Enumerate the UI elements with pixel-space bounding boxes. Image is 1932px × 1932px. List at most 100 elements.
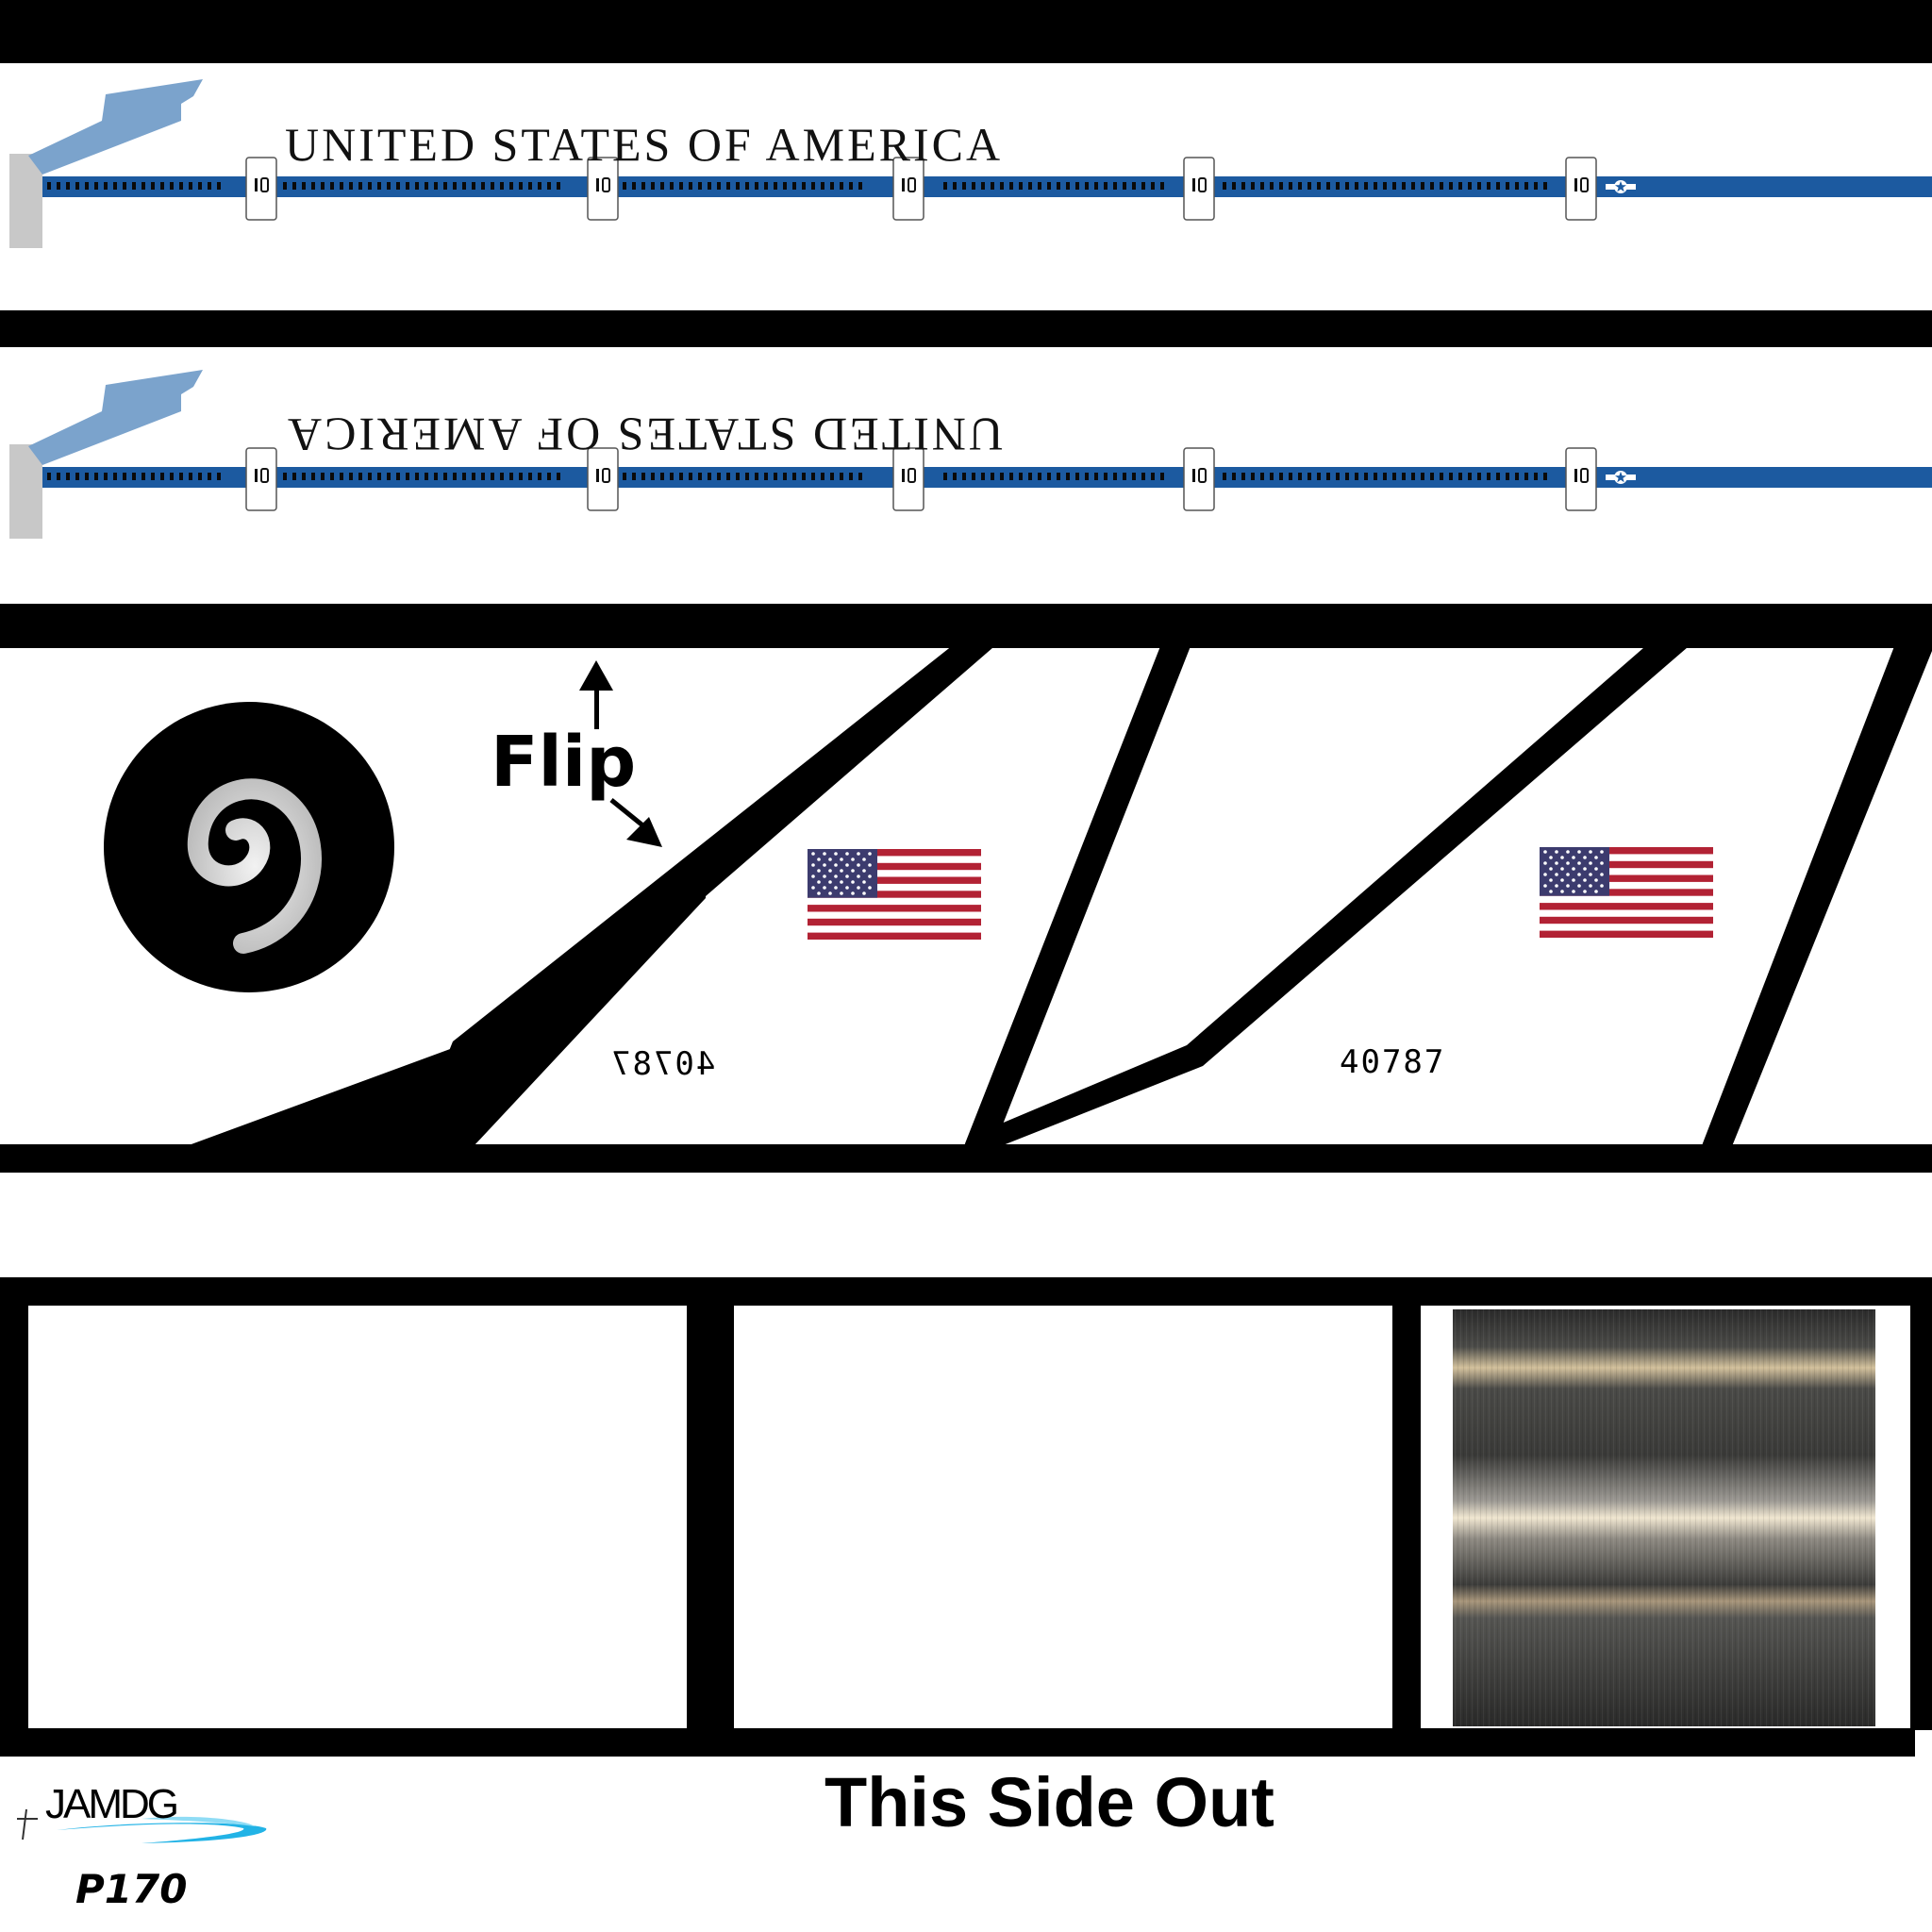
window-dot [1515, 182, 1519, 190]
window-dot [764, 182, 768, 190]
window-dot [1487, 473, 1491, 480]
window-dot [443, 473, 447, 480]
window-dot [1468, 473, 1472, 480]
window-dot [1506, 473, 1509, 480]
logo-swoosh [17, 1808, 267, 1843]
tail-fin-shape [28, 79, 203, 175]
panel-divider-2 [1392, 1277, 1421, 1757]
window-dot [170, 182, 174, 190]
window-dot [434, 182, 438, 190]
window-dot [387, 182, 391, 190]
window-dot [1336, 473, 1340, 480]
window-dot [547, 473, 551, 480]
window-dot [75, 473, 79, 480]
window-dot [840, 473, 843, 480]
window-dot [764, 473, 768, 480]
window-dot [1317, 182, 1321, 190]
window-dot [953, 182, 957, 190]
window-dot [755, 473, 758, 480]
window-dot [377, 182, 381, 190]
window-dot [1392, 182, 1396, 190]
window-dot [1326, 473, 1330, 480]
window-dot [1487, 182, 1491, 190]
window-dot [57, 473, 60, 480]
window-dot [708, 473, 711, 480]
window-dot [745, 473, 749, 480]
window-dot [311, 182, 315, 190]
window-dot [509, 182, 513, 190]
window-marker-icon [1565, 157, 1597, 221]
window-dot [1260, 473, 1264, 480]
window-dot [1057, 182, 1060, 190]
window-dot [726, 182, 730, 190]
window-dot [425, 182, 428, 190]
window-dot [94, 473, 98, 480]
nose-grey-block [9, 154, 42, 248]
flip-label: Flip [491, 722, 637, 803]
window-dot [1496, 182, 1500, 190]
window-dot [1449, 473, 1453, 480]
window-dot [132, 182, 136, 190]
window-dot [75, 182, 79, 190]
window-dot [321, 182, 325, 190]
window-dot [745, 182, 749, 190]
window-dot [1496, 473, 1500, 480]
window-dot [217, 473, 221, 480]
window-dot [453, 473, 457, 480]
usa-flag-icon [808, 849, 981, 940]
window-dot [1440, 473, 1443, 480]
window-dot [1326, 182, 1330, 190]
window-dot [972, 473, 975, 480]
window-dot [292, 473, 296, 480]
serial-mirrored: 40787 [609, 1045, 716, 1083]
window-dot [94, 182, 98, 190]
window-dot [821, 473, 824, 480]
window-dot [736, 473, 740, 480]
window-dot [632, 182, 636, 190]
window-dot [462, 473, 466, 480]
window-dot [717, 182, 721, 190]
window-dot [1402, 473, 1406, 480]
window-dot [1289, 473, 1292, 480]
window-dot [1094, 473, 1098, 480]
blank-panel-1 [28, 1306, 687, 1728]
window-dot [858, 182, 862, 190]
window-dot [1383, 473, 1387, 480]
window-dot [1364, 473, 1368, 480]
window-dot [981, 182, 985, 190]
window-dot [783, 182, 787, 190]
window-dot [104, 182, 108, 190]
window-dot [302, 182, 306, 190]
window-dot [1477, 473, 1481, 480]
window-marker-icon [245, 157, 277, 221]
window-dot [679, 182, 683, 190]
window-dot [1141, 473, 1145, 480]
window-dot [160, 473, 164, 480]
window-dot [1534, 182, 1538, 190]
window-dot [651, 473, 655, 480]
window-dot [1223, 182, 1226, 190]
window-dot [1251, 473, 1255, 480]
window-dot [1141, 182, 1145, 190]
window-dot [519, 473, 523, 480]
window-dot [1038, 182, 1041, 190]
window-dot [962, 182, 966, 190]
serial-normal: 40787 [1340, 1043, 1446, 1081]
window-dot [689, 473, 692, 480]
window-dot [1066, 182, 1070, 190]
star-roundel-icon [1606, 471, 1636, 484]
window-dot [189, 182, 192, 190]
window-dot [717, 473, 721, 480]
window-dot [1019, 473, 1023, 480]
window-dot [1094, 182, 1098, 190]
window-dot [462, 182, 466, 190]
tail-outline-left [189, 641, 1000, 1160]
window-dot [85, 473, 89, 480]
window-dot [849, 182, 853, 190]
panels-top-bar [0, 1277, 1932, 1306]
window-dot [1241, 473, 1245, 480]
window-dot [1440, 182, 1443, 190]
window-dot [179, 473, 183, 480]
window-dot [811, 182, 815, 190]
window-dot [1534, 473, 1538, 480]
